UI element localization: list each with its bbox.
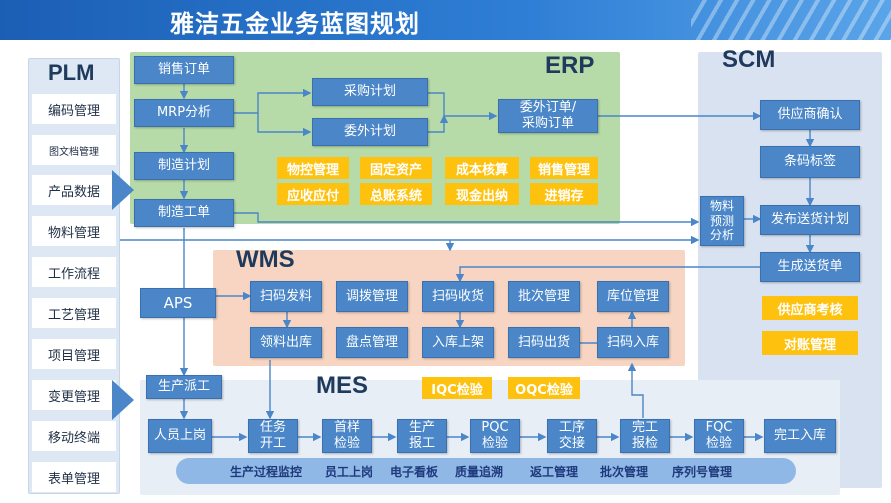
plm-item: 移动终端 (32, 421, 116, 451)
iqc-inspection-box: IQC检验 (422, 377, 492, 399)
mes-step-box: 任务 开工 (248, 419, 298, 453)
material-forecast-box: 物料 预测 分析 (700, 196, 744, 246)
erp-module-box: 固定资产 (360, 157, 432, 179)
erp-module-box: 现金出纳 (445, 183, 519, 205)
aps-box: APS (140, 288, 216, 318)
plm-item: 项目管理 (32, 339, 116, 369)
production-dispatch-box: 生产派工 (146, 375, 222, 399)
mes-function-tag: 生产过程监控 (230, 464, 303, 479)
mes-step-box: 首样 检验 (322, 419, 372, 453)
supplier-evaluation-box: 供应商考核 (762, 296, 858, 320)
wms-function-box: 领料出库 (250, 327, 322, 358)
plm-mes-arrow (112, 380, 134, 420)
outsource-plan-box: 委外计划 (312, 118, 428, 146)
oqc-inspection-box: OQC检验 (508, 377, 580, 399)
erp-module-box: 进销存 (530, 183, 598, 205)
plm-item: 工艺管理 (32, 298, 116, 328)
erp-module-box: 物控管理 (277, 157, 349, 179)
mes-step-box: 生产 报工 (397, 419, 447, 453)
mes-function-tag: 返工管理 (530, 464, 579, 479)
mes-function-bar (176, 458, 796, 484)
delivery-plan-box: 发布送货计划 (760, 205, 860, 235)
wms-function-box: 扫码出货 (508, 327, 580, 358)
wms-function-box: 扫码收货 (422, 281, 494, 312)
reconciliation-box: 对账管理 (762, 331, 858, 355)
plm-item: 物料管理 (32, 216, 116, 246)
scm-label: SCM (722, 46, 776, 73)
header-decoration (691, 0, 891, 40)
mes-function-tag: 员工上岗 (325, 464, 374, 479)
plm-label: PLM (48, 60, 95, 85)
delivery-note-box: 生成送货单 (760, 252, 860, 282)
wms-label: WMS (236, 246, 295, 273)
mes-label: MES (316, 372, 369, 399)
page-title: 雅洁五金业务蓝图规划 (170, 10, 420, 38)
purchase-plan-box: 采购计划 (312, 78, 428, 106)
plm-erp-arrow (112, 170, 134, 210)
barcode-label-box: 条码标签 (760, 146, 860, 178)
sales-order-box: 销售订单 (134, 56, 234, 84)
plm-item: 图文档管理 (32, 135, 116, 165)
erp-module-box: 销售管理 (530, 157, 598, 179)
wms-function-box: 库位管理 (597, 281, 669, 312)
plm-item: 编码管理 (32, 94, 116, 124)
wms-function-box: 调拨管理 (336, 281, 408, 312)
supplier-confirm-box: 供应商确认 (760, 100, 860, 130)
mes-step-box: FQC 检验 (694, 419, 744, 453)
erp-label: ERP (545, 52, 595, 79)
mfg-plan-box: 制造计划 (134, 152, 234, 180)
mrp-analysis-box: MRP分析 (134, 99, 234, 127)
wms-function-box: 扫码发料 (250, 281, 322, 312)
plm-item: 变更管理 (32, 380, 116, 410)
outsource-purchase-order-box: 委外订单/ 采购订单 (498, 99, 598, 133)
mes-step-box: 人员上岗 (148, 419, 212, 453)
wms-function-box: 批次管理 (508, 281, 580, 312)
plm-item: 工作流程 (32, 257, 116, 287)
mes-function-tag: 序列号管理 (672, 464, 733, 479)
erp-module-box: 成本核算 (445, 157, 519, 179)
mes-step-box: 完工 报检 (620, 419, 670, 453)
wms-function-box: 入库上架 (422, 327, 494, 358)
work-order-box: 制造工单 (134, 199, 234, 227)
mes-function-tag: 质量追溯 (455, 464, 504, 479)
mes-function-tag: 批次管理 (600, 464, 649, 479)
erp-module-box: 总账系统 (360, 183, 432, 205)
erp-module-box: 应收应付 (277, 183, 349, 205)
header-bar (0, 0, 891, 40)
mes-function-tag: 电子看板 (390, 464, 439, 479)
plm-item: 产品数据 (32, 175, 116, 205)
wms-function-box: 盘点管理 (336, 327, 408, 358)
plm-item: 表单管理 (32, 462, 116, 492)
wms-function-box: 扫码入库 (597, 327, 669, 358)
mes-step-box: PQC 检验 (470, 419, 520, 453)
mes-step-box: 完工入库 (764, 419, 836, 453)
mes-step-box: 工序 交接 (547, 419, 597, 453)
